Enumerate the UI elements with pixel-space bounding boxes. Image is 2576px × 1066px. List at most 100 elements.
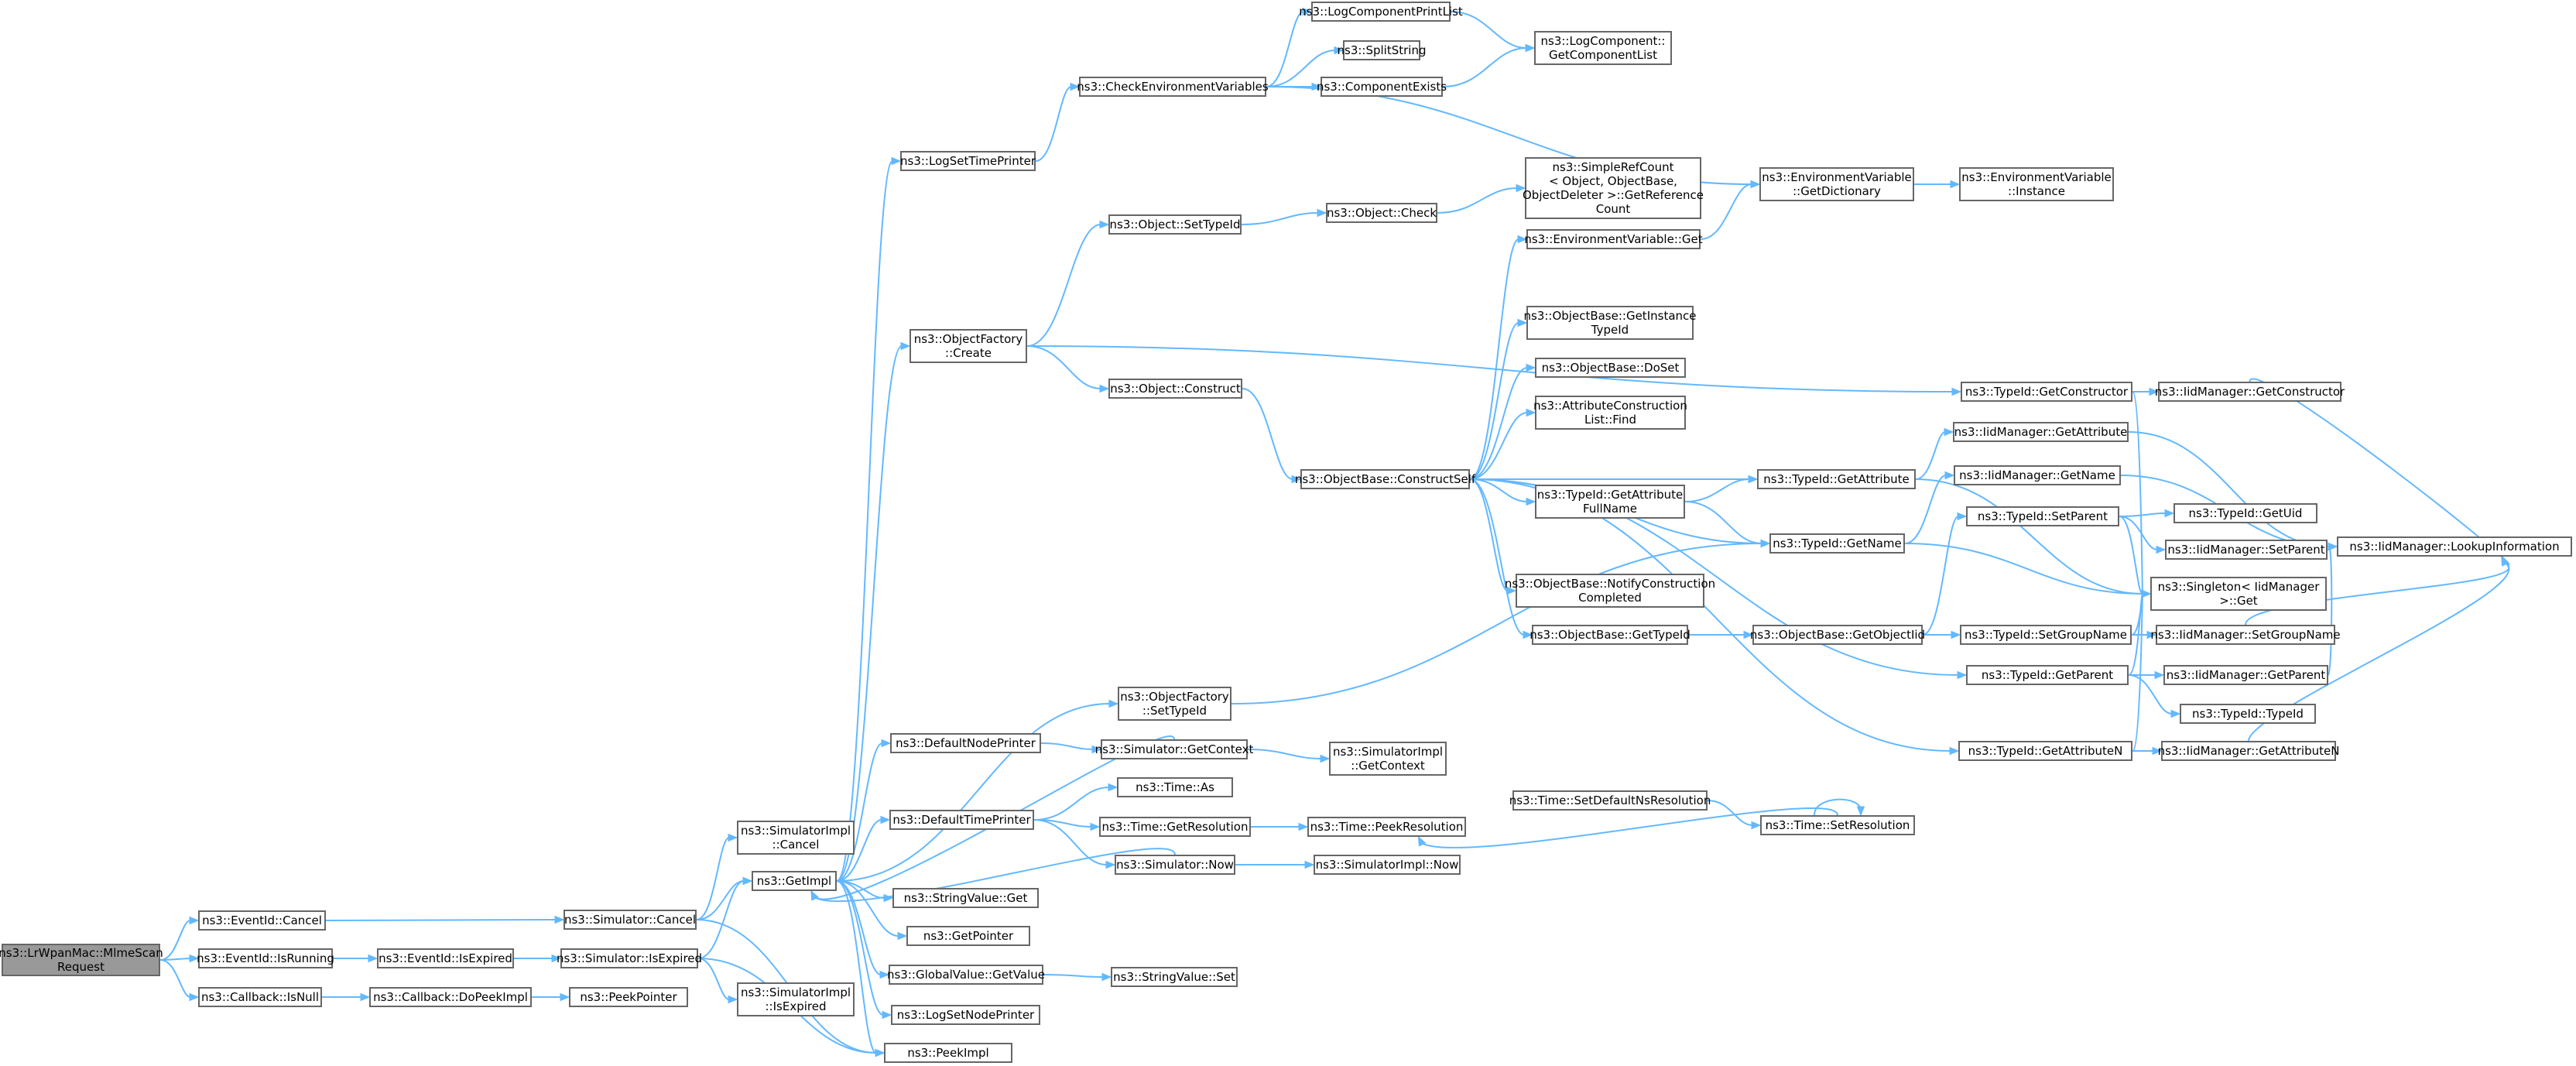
graph-node-tidgetctor[interactable]: ns3::TypeId::GetConstructor — [1961, 382, 2132, 402]
node-label-line: ns3::Singleton< IidManager — [2157, 580, 2320, 594]
graph-node-tidgetname[interactable]: ns3::TypeId::GetName — [1769, 533, 1905, 554]
graph-node-objconstruct[interactable]: ns3::Object::Construct — [1108, 379, 1242, 399]
graph-node-logsettime[interactable]: ns3::LogSetTimePrinter — [900, 151, 1036, 171]
graph-node-tidsetgroup[interactable]: ns3::TypeId::SetGroupName — [1960, 625, 2132, 645]
graph-node-timeas[interactable]: ns3::Time::As — [1117, 777, 1233, 797]
graph-node-envgetdict[interactable]: ns3::EnvironmentVariable::GetDictionary — [1759, 167, 1914, 201]
graph-node-simcancel[interactable]: ns3::Simulator::Cancel — [564, 910, 697, 930]
graph-node-objfactcreate[interactable]: ns3::ObjectFactory::Create — [909, 329, 1027, 363]
graph-node-constructself[interactable]: ns3::ObjectBase::ConstructSelf — [1295, 469, 1475, 489]
edge-arrowhead — [880, 815, 891, 824]
edge-tidgetattrn-to-iidgetattrn — [2132, 746, 2163, 756]
edge-getimpl-to-logsetnode — [836, 880, 892, 1020]
graph-node-logcompgetlist[interactable]: ns3::LogComponent::GetComponentList — [1534, 31, 1672, 65]
graph-node-obdoset[interactable]: ns3::ObjectBase::DoSet — [1535, 358, 1686, 378]
graph-node-envinstance[interactable]: ns3::EnvironmentVariable::Instance — [1959, 167, 2114, 201]
edge-cbpeek-to-peekptr — [532, 992, 570, 1002]
graph-node-tidgetuid[interactable]: ns3::TypeId::GetUid — [2174, 503, 2317, 523]
node-label-line: ns3::IidManager::GetName — [1959, 468, 2115, 482]
graph-node-iidsetgroup[interactable]: ns3::IidManager::SetGroupName — [2150, 625, 2341, 645]
graph-node-peekimpl[interactable]: ns3::PeekImpl — [884, 1043, 1012, 1063]
node-label-line: ns3::ObjectFactory — [1120, 690, 1229, 704]
graph-node-timepeekres[interactable]: ns3::Time::PeekResolution — [1307, 817, 1466, 837]
graph-node-simgetctx[interactable]: ns3::Simulator::GetContext — [1095, 739, 1253, 759]
graph-node-simnow[interactable]: ns3::Simulator::Now — [1115, 855, 1235, 875]
graph-node-evexpired[interactable]: ns3::EventId::IsExpired — [377, 948, 514, 968]
graph-node-gvget[interactable]: ns3::GlobalValue::GetValue — [887, 965, 1045, 985]
graph-node-iidgetattr[interactable]: ns3::IidManager::GetAttribute — [1953, 422, 2129, 442]
graph-node-logcompprint[interactable]: ns3::LogComponentPrintList — [1299, 2, 1463, 22]
graph-node-tidgetattrn[interactable]: ns3::TypeId::GetAttributeN — [1958, 741, 2132, 761]
graph-node-obgetobjiid[interactable]: ns3::ObjectBase::GetObjectIid — [1750, 625, 1925, 645]
node-label-line: ns3::TypeId::GetAttribute — [1763, 472, 1910, 486]
edge-gvget-to-strset — [1043, 972, 1112, 982]
edge-constructself-to-obdoset — [1469, 363, 1536, 480]
graph-node-obgettype[interactable]: ns3::ObjectBase::GetTypeId — [1530, 625, 1690, 645]
graph-node-iidgetname[interactable]: ns3::IidManager::GetName — [1954, 465, 2121, 485]
graph-node-cbpeek[interactable]: ns3::Callback::DoPeekImpl — [369, 987, 532, 1007]
graph-node-simplerefcount[interactable]: ns3::SimpleRefCount< Object, ObjectBase,… — [1522, 157, 1704, 219]
edge-arrowhead — [1291, 475, 1302, 484]
graph-node-simimplexpired[interactable]: ns3::SimulatorImpl::IsExpired — [737, 982, 855, 1016]
node-label-line: ObjectDeleter >::GetReference — [1522, 188, 1704, 202]
graph-node-iidgetparent[interactable]: ns3::IidManager::GetParent — [2163, 665, 2328, 685]
graph-node-tidsetparent[interactable]: ns3::TypeId::SetParent — [1966, 506, 2119, 526]
edge-simnow-to-getimpl — [810, 848, 1176, 903]
graph-node-peekptr[interactable]: ns3::PeekPointer — [569, 987, 688, 1007]
graph-node-simexpired[interactable]: ns3::Simulator::IsExpired — [557, 948, 702, 968]
graph-node-logsetnode[interactable]: ns3::LogSetNodePrinter — [891, 1005, 1040, 1025]
edge-arrowhead — [1099, 220, 1110, 229]
edge-line — [1026, 224, 1101, 347]
graph-node-compexists[interactable]: ns3::ComponentExists — [1317, 77, 1447, 97]
graph-node-simimplnow[interactable]: ns3::SimulatorImpl::Now — [1314, 855, 1461, 875]
edge-arrowhead — [1523, 630, 1533, 639]
graph-node-objsettype[interactable]: ns3::Object::SetTypeId — [1108, 214, 1242, 235]
graph-node-strget[interactable]: ns3::StringValue::Get — [892, 888, 1039, 908]
edge-arrowhead — [1334, 46, 1345, 55]
graph-node-objfactsettype[interactable]: ns3::ObjectFactory::SetTypeId — [1118, 687, 1231, 721]
node-label-line: ns3::ObjectBase::GetInstance — [1523, 309, 1697, 323]
edge-arrowhead — [2146, 630, 2157, 639]
graph-node-tidtypeid[interactable]: ns3::TypeId::TypeId — [2180, 704, 2316, 724]
graph-node-checkenv[interactable]: ns3::CheckEnvironmentVariables — [1077, 77, 1269, 97]
graph-node-evrunning[interactable]: ns3::EventId::IsRunning — [197, 948, 334, 968]
edge-arrowhead — [2156, 545, 2167, 554]
edge-arrowhead — [560, 992, 570, 1002]
edge-line — [1241, 212, 1319, 225]
graph-node-timesetres[interactable]: ns3::Time::SetResolution — [1760, 815, 1915, 835]
graph-node-splitstr[interactable]: ns3::SplitString — [1338, 40, 1427, 60]
graph-node-simimplgetctx[interactable]: ns3::SimulatorImpl::GetContext — [1329, 742, 1447, 776]
edge-arrowhead — [1944, 427, 1954, 437]
edge-logsettime-to-checkenv — [1035, 82, 1081, 162]
graph-node-envget[interactable]: ns3::EnvironmentVariable::Get — [1524, 229, 1703, 249]
graph-node-singleton[interactable]: ns3::Singleton< IidManager>::Get — [2150, 577, 2327, 611]
graph-node-iidgetattrn[interactable]: ns3::IidManager::GetAttributeN — [2158, 741, 2339, 761]
edge-obgettype-to-obgetobjiid — [1688, 630, 1754, 639]
graph-node-iidgetctor[interactable]: ns3::IidManager::GetConstructor — [2155, 382, 2345, 402]
graph-node-simimplcancel[interactable]: ns3::SimulatorImpl::Cancel — [737, 821, 855, 855]
graph-node-strset[interactable]: ns3::StringValue::Set — [1111, 967, 1238, 987]
graph-node-timegetres[interactable]: ns3::Time::GetResolution — [1099, 817, 1251, 837]
graph-node-tidgetparent[interactable]: ns3::TypeId::GetParent — [1966, 665, 2129, 685]
graph-node-tidgetattr[interactable]: ns3::TypeId::GetAttribute — [1757, 469, 1916, 489]
graph-node-iidsetparent[interactable]: ns3::IidManager::SetParent — [2165, 540, 2328, 560]
graph-node-getptr[interactable]: ns3::GetPointer — [906, 926, 1030, 946]
node-label-line: ns3::TypeId::GetAttribute — [1536, 488, 1684, 502]
graph-node-defnode[interactable]: ns3::DefaultNodePrinter — [890, 733, 1041, 753]
graph-node-deftime[interactable]: ns3::DefaultTimePrinter — [889, 810, 1034, 830]
graph-node-getimpl[interactable]: ns3::GetImpl — [752, 871, 837, 891]
edge-tidsetparent-to-tidgetuid — [2119, 509, 2175, 518]
graph-node-iidlookup[interactable]: ns3::IidManager::LookupInformation — [2337, 536, 2572, 557]
node-label-line: ns3::SimulatorImpl — [1332, 745, 1444, 759]
graph-node-timesetdef[interactable]: ns3::Time::SetDefaultNsResolution — [1509, 790, 1711, 811]
graph-node-evcancel[interactable]: ns3::EventId::Cancel — [198, 910, 326, 931]
graph-node-cbnull[interactable]: ns3::Callback::IsNull — [198, 987, 322, 1007]
graph-node-objcheck[interactable]: ns3::Object::Check — [1326, 203, 1437, 223]
node-label-line: ns3::IidManager::GetConstructor — [2154, 385, 2345, 399]
edge-obgetobjiid-to-tidsetparent — [1922, 512, 1968, 636]
